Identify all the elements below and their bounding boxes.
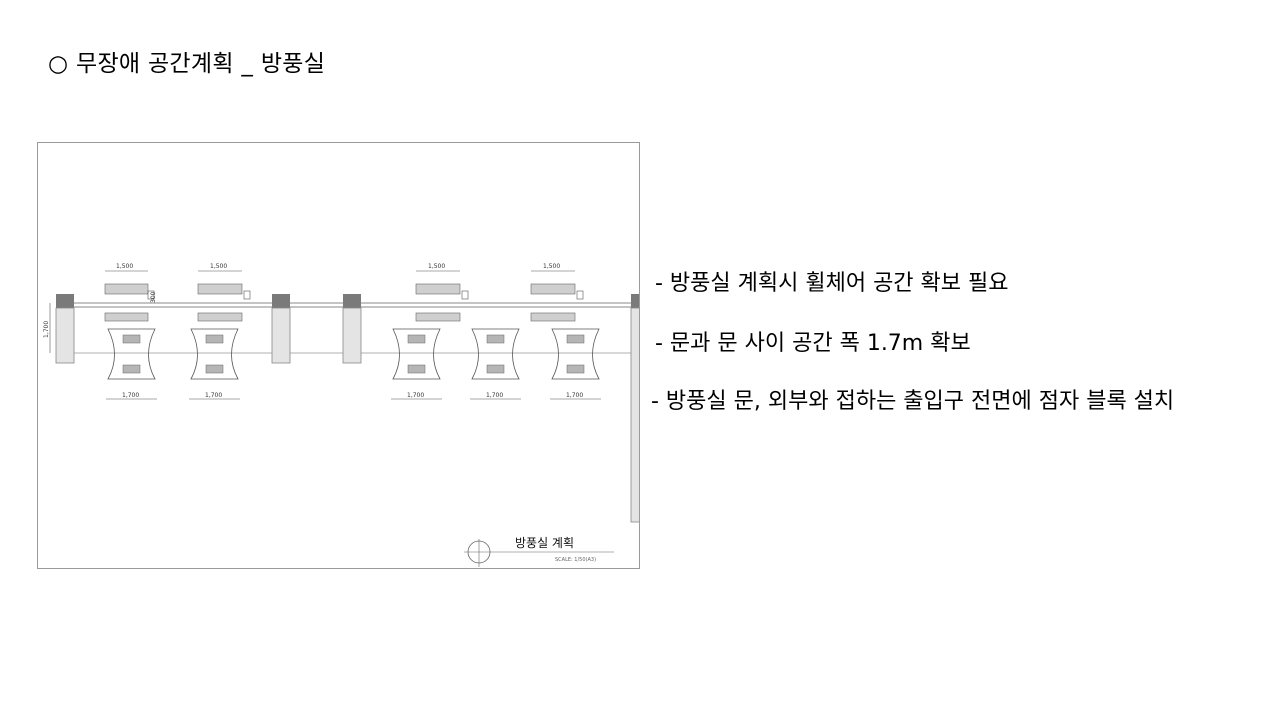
floor-plan-drawing: 1,700 1,500 1,500 1,500 xyxy=(37,142,640,569)
bottom-dimension-label-3: 1,700 xyxy=(407,392,424,399)
bottom-dimension-label-4: 1,700 xyxy=(486,392,503,399)
column-4 xyxy=(631,294,639,308)
bullet-item-2: - 문과 문 사이 공간 폭 1.7m 확보 xyxy=(655,331,971,356)
drawing-scale: SCALE: 1/50(A3) xyxy=(555,557,596,563)
bullet-item-3: - 방풍실 문, 외부와 접하는 출입구 전면에 점자 블록 설치 xyxy=(651,389,1175,414)
wall-segment-4 xyxy=(630,307,639,523)
left-dimension-label: 1,700 xyxy=(43,321,50,338)
lower-door-1: 1,700 xyxy=(106,328,157,400)
lower-door-5: 1,700 xyxy=(550,328,601,400)
lower-door-4: 1,700 xyxy=(470,328,521,400)
wall-segment-1 xyxy=(55,307,75,364)
top-dimension-label-4: 1,500 xyxy=(543,263,560,270)
upper-door-3: 1,500 xyxy=(415,263,469,322)
top-dimension-label-1: 1,500 xyxy=(116,263,133,270)
small-dimension-label: 300 xyxy=(150,291,157,303)
upper-door-4: 1,500 xyxy=(530,263,584,322)
upper-door-1: 1,500 xyxy=(104,263,155,322)
bottom-dimension-label-2: 1,700 xyxy=(205,392,222,399)
bullet-item-1: - 방풍실 계획시 휠체어 공간 확보 필요 xyxy=(655,271,1009,296)
lower-door-3: 1,700 xyxy=(391,328,442,400)
column-3 xyxy=(343,294,361,308)
bottom-dimension-label-5: 1,700 xyxy=(566,392,583,399)
top-dimension-label-3: 1,500 xyxy=(428,263,445,270)
drawing-caption: 방풍실 계획 xyxy=(515,536,574,550)
lower-door-2: 1,700 xyxy=(189,328,240,400)
slide-title: ○ 무장애 공간계획 _ 방풍실 xyxy=(48,51,326,77)
floor-plan-svg: 1,700 1,500 1,500 1,500 xyxy=(43,263,639,567)
column-2 xyxy=(272,294,290,308)
upper-door-2: 1,500 xyxy=(197,263,251,322)
column-1 xyxy=(56,294,74,308)
wall-segment-2 xyxy=(271,307,291,364)
wall-segment-3 xyxy=(342,307,362,364)
top-dimension-label-2: 1,500 xyxy=(210,263,227,270)
bottom-dimension-label-1: 1,700 xyxy=(122,392,139,399)
